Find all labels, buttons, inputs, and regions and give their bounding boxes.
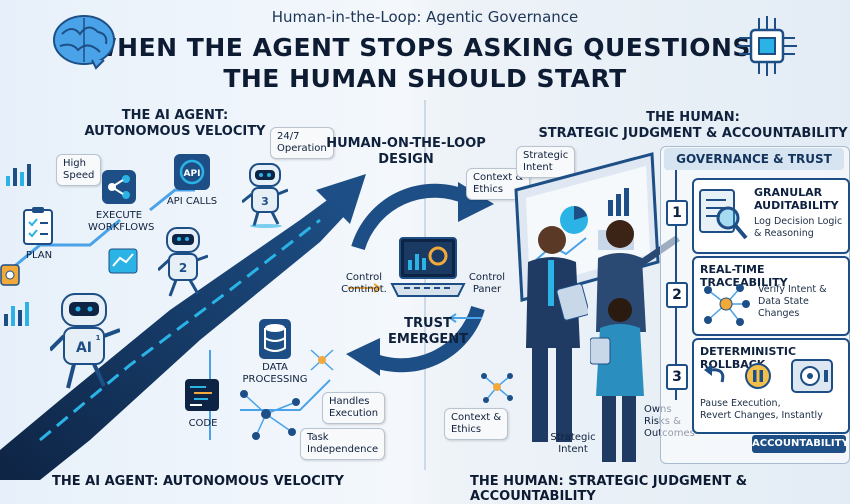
control-right-label: Control Paner xyxy=(468,272,506,295)
trace-network-icon xyxy=(704,284,750,326)
handles-execution-bubble: Handles Execution xyxy=(322,392,386,424)
title-line-2: The Human Should Start xyxy=(223,64,627,93)
undo-arrow-icon xyxy=(704,364,725,383)
person-left xyxy=(526,226,588,442)
traceability-card: REAL-TIME TRACEABILITY Verify Intent & D… xyxy=(692,256,850,336)
api-icon-text: API xyxy=(184,169,201,179)
right-context-bubble: Context & Ethics xyxy=(444,408,509,440)
left-footer: THE AI AGENT: AUTONOMOUS VELOCITY xyxy=(52,474,344,489)
chart-card-icon xyxy=(108,248,138,274)
left-section-title: THE AI AGENT: AUTONOMOUS VELOCITY xyxy=(84,108,266,139)
pause-icon xyxy=(745,363,771,389)
api-icon: API xyxy=(174,154,210,190)
chip-icon xyxy=(737,16,797,76)
magnifier-document-icon xyxy=(699,189,748,240)
control-left-label: Control Continot. xyxy=(341,272,387,295)
card-2-number: 2 xyxy=(666,282,688,308)
robot-3-number: 3 xyxy=(261,195,269,208)
auditability-card: GRANULAR AUDITABILITY Log Decision Logic… xyxy=(692,178,850,254)
person-tablet xyxy=(590,298,644,462)
bar-chart-icon-2 xyxy=(4,302,29,326)
clipboard-icon xyxy=(23,207,53,245)
right-section-title: THE HUMAN: STRATEGIC JUDGMENT & ACCOUNTA… xyxy=(538,110,848,141)
brain-icon xyxy=(53,15,115,70)
header: Human-in-the-Loop: Agentic Governance Wh… xyxy=(0,0,850,100)
center-title: HUMAN-ON-THE-LOOP DESIGN xyxy=(326,136,486,167)
data-processing-label: DATA PROCESSING xyxy=(242,362,308,385)
database-icon xyxy=(259,319,291,359)
title-line-1: When the Agent Stops Asking Questions, xyxy=(89,33,761,62)
accountability-badge: ACCOUNTABILITY xyxy=(752,435,849,453)
robot-3: 3 xyxy=(242,163,288,228)
card-1-desc: Log Decision Logic & Reasoning xyxy=(754,216,843,239)
robot-2-number: 2 xyxy=(179,261,187,275)
laptop-icon xyxy=(390,237,466,297)
plan-label: PLAN xyxy=(25,250,53,261)
code-icon xyxy=(185,379,219,411)
strategic-intent-top-bubble: Strategic Intent xyxy=(516,146,576,178)
execute-workflows-label: EXECUTE WORKFLOWS xyxy=(88,210,155,233)
api-calls-label: API CALLS xyxy=(166,196,218,207)
network-icon-right xyxy=(481,373,513,403)
subtitle: Human-in-the-Loop: Agentic Governance xyxy=(271,8,579,26)
governance-title: GOVERNANCE & TRUST xyxy=(664,148,844,170)
rollback-card: DETERMINISTIC ROLLBACK Pause Execution, … xyxy=(692,338,850,434)
card-1-title: GRANULAR AUDITABILITY xyxy=(754,186,839,212)
strategic-intent-bottom-label: Strategic Intent xyxy=(550,432,596,455)
card-3-desc: Pause Execution, Revert Changes, Instant… xyxy=(700,398,823,421)
robot-1-number: 1 xyxy=(96,334,101,342)
task-independence-bubble: Task Independence xyxy=(300,428,386,460)
gear-icon xyxy=(0,264,20,286)
network-icon xyxy=(240,390,300,440)
robot-ai: AI 1 xyxy=(50,293,120,389)
velocity-road xyxy=(0,174,366,480)
bar-chart-icon xyxy=(6,164,31,186)
safe-vault-icon xyxy=(791,359,833,393)
operation-bubble: 24/7 Operation xyxy=(270,127,334,159)
feedback-loop xyxy=(346,182,494,376)
workflow-icon xyxy=(102,170,136,204)
card-3-number: 3 xyxy=(666,364,688,390)
high-speed-bubble: High Speed xyxy=(56,154,102,186)
robot-ai-text: AI xyxy=(76,340,92,356)
code-label: CODE xyxy=(188,418,218,429)
page-title: When the Agent Stops Asking Questions, T… xyxy=(0,32,850,94)
card-2-desc: Verify Intent & Data State Changes xyxy=(758,284,827,319)
robot-2: 2 xyxy=(158,227,208,297)
hub-icon xyxy=(310,349,334,371)
card-2-title: REAL-TIME TRACEABILITY xyxy=(700,263,788,289)
trust-emergent-label: TRUST EMERGENT xyxy=(388,316,469,347)
card-1-number: 1 xyxy=(666,200,688,226)
